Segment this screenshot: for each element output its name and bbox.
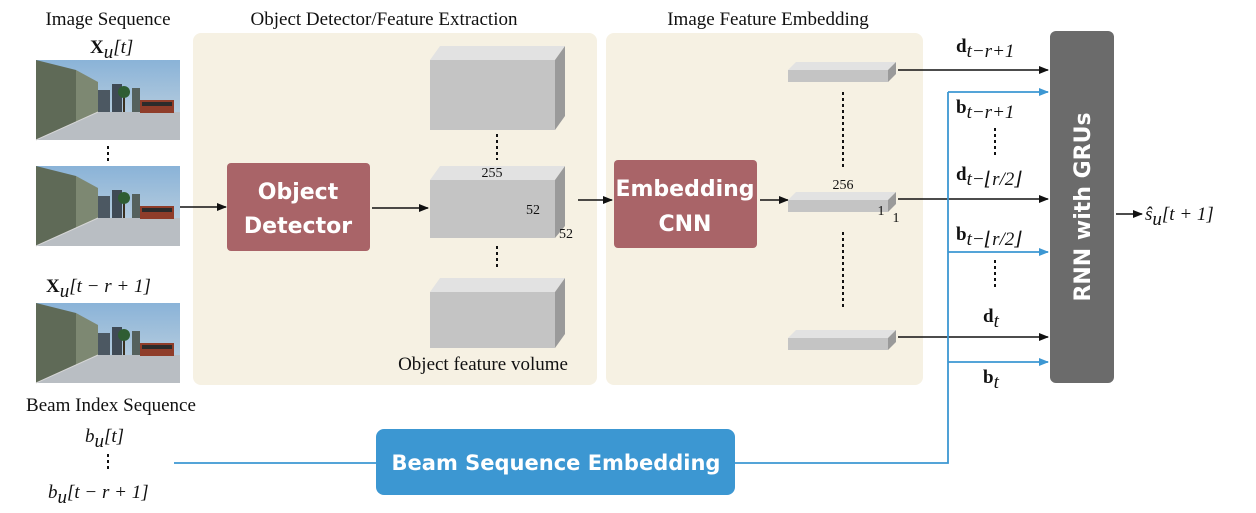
image-label-top: Xu[t] xyxy=(90,37,133,63)
rnn-input-label: dt xyxy=(983,306,1000,332)
embedding-vector-top xyxy=(788,62,896,82)
beam-sequence-embedding-block xyxy=(376,429,735,495)
rnn-input-label: dt−r+1 xyxy=(956,36,1014,62)
beam-sequence-embedding-label: Beam Sequence Embedding xyxy=(392,451,721,475)
rnn-input-label: bt xyxy=(983,367,1000,393)
feature-volume-top xyxy=(430,46,565,130)
volume-caption: Object feature volume xyxy=(398,354,568,375)
output-label: ŝu[t + 1] xyxy=(1145,204,1214,230)
header-image-feature-embedding: Image Feature Embedding xyxy=(667,9,869,30)
object-detector-block xyxy=(227,163,370,251)
image-label-bottom: Xu[t − r + 1] xyxy=(46,276,151,302)
header-image-sequence: Image Sequence xyxy=(45,9,170,30)
embedding-cnn-block xyxy=(614,160,757,248)
beam-output-line xyxy=(735,92,949,464)
embedding-cnn-label-1: Embedding xyxy=(615,177,754,202)
volume-dim-width: 52 xyxy=(559,227,573,242)
rnn-gru-block xyxy=(1050,31,1114,383)
vector-dim-a: 1 xyxy=(878,204,885,219)
header-object-detector: Object Detector/Feature Extraction xyxy=(251,9,518,30)
street-image-bottom xyxy=(35,302,181,384)
feature-volume-middle xyxy=(430,166,565,238)
rnn-input-label: bt−⌊r/2⌋ xyxy=(956,224,1022,250)
volume-dim-height: 52 xyxy=(526,203,540,218)
object-detector-label-1: Object xyxy=(258,180,339,205)
embedding-vector-bottom xyxy=(788,330,896,350)
embedding-vector-middle xyxy=(788,192,896,212)
vector-dim-length: 256 xyxy=(833,178,854,193)
image-embedding-panel xyxy=(606,33,923,385)
rnn-input-label: dt−⌊r/2⌋ xyxy=(956,164,1022,190)
feature-volume-bottom xyxy=(430,278,565,348)
rnn-gru-label: RNN with GRUs xyxy=(1071,112,1096,301)
object-detector-label-2: Detector xyxy=(244,214,352,239)
volume-dim-depth: 255 xyxy=(482,166,503,181)
beam-label-bottom: bu[t − r + 1] xyxy=(48,482,149,508)
rnn-input-label: bt−r+1 xyxy=(956,97,1014,123)
embedding-cnn-label-2: CNN xyxy=(659,212,712,237)
header-beam-index-sequence: Beam Index Sequence xyxy=(26,395,196,416)
street-image-middle xyxy=(35,165,181,247)
street-image-top xyxy=(35,59,181,141)
vector-dim-b: 1 xyxy=(893,211,900,226)
beam-label-top: bu[t] xyxy=(85,426,124,452)
